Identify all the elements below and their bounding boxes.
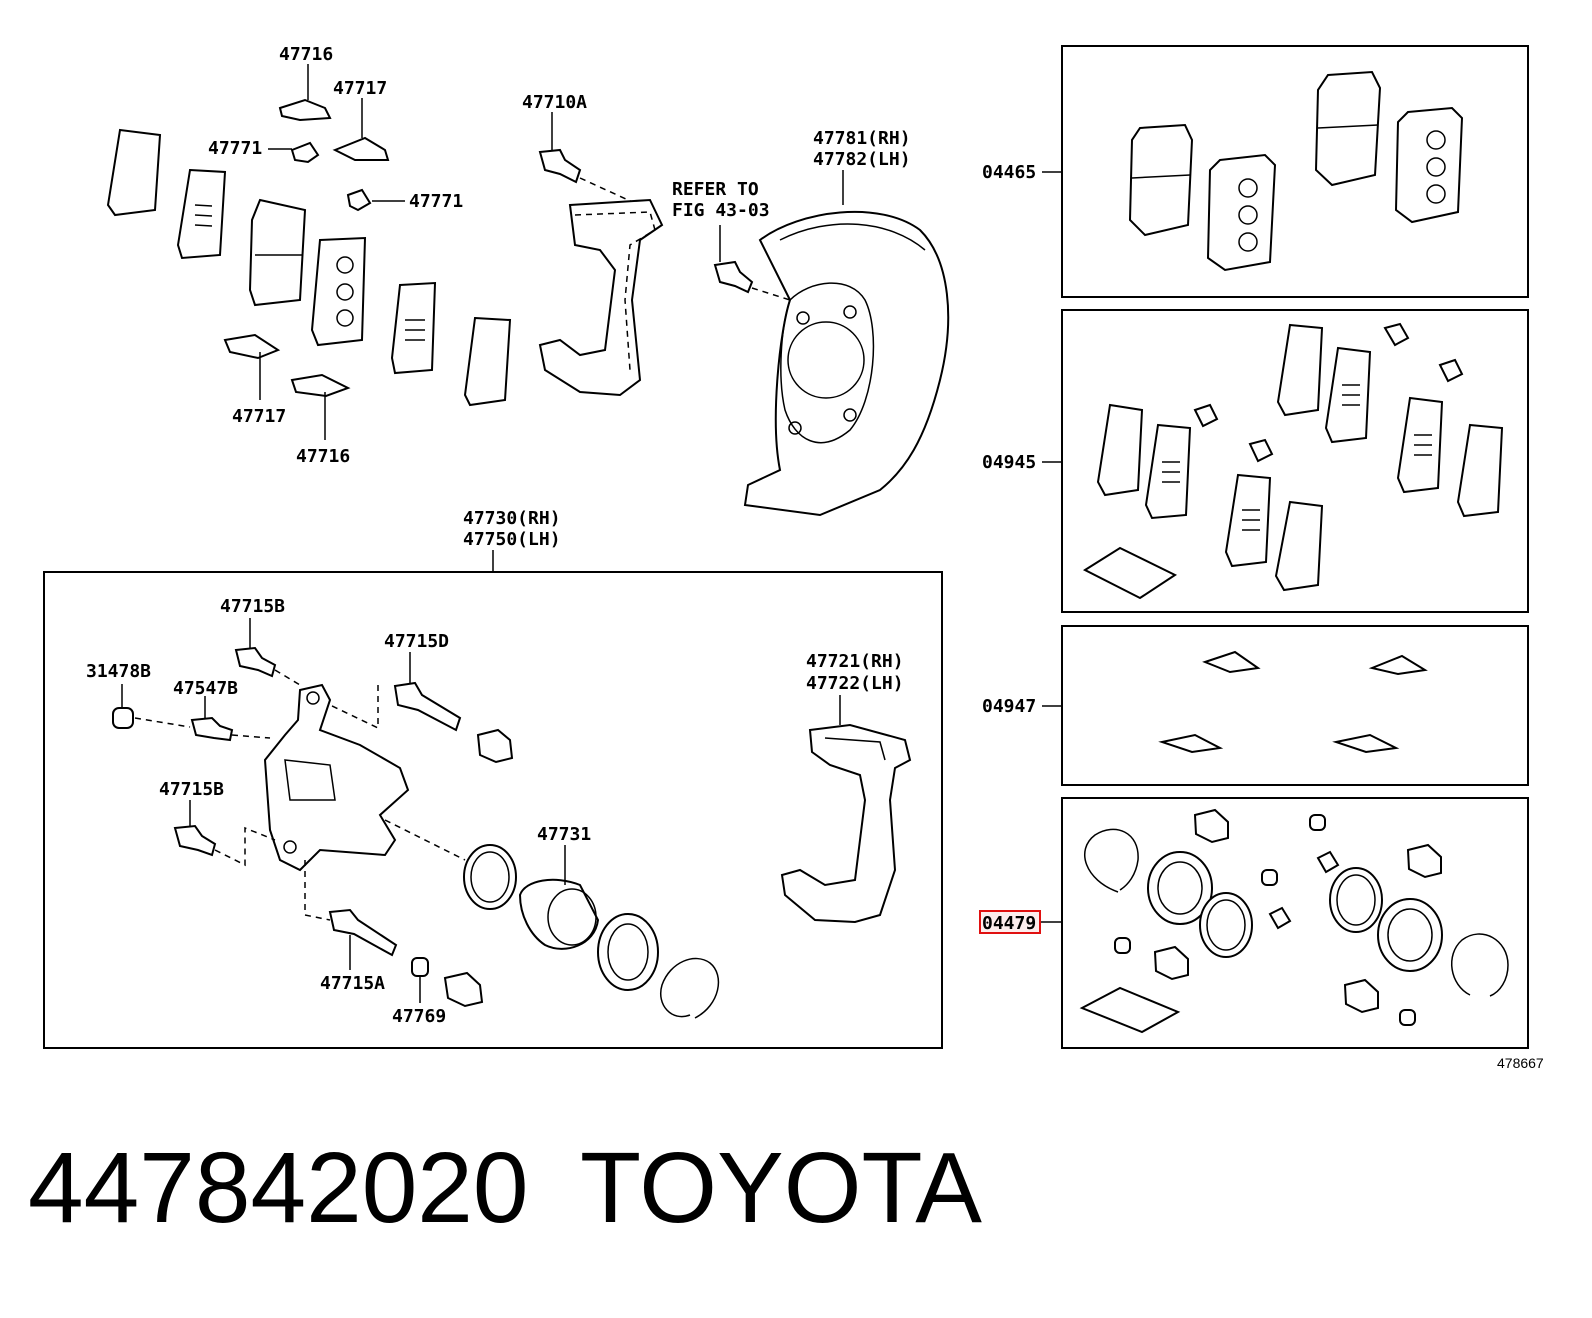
kit-04945-parts bbox=[1082, 322, 1504, 600]
kit-04465-parts bbox=[1128, 70, 1464, 272]
kit-04947-parts bbox=[1158, 650, 1428, 754]
shim-3 bbox=[390, 281, 437, 375]
label-47716-bot: 47716 bbox=[296, 446, 350, 467]
label-refer-2: FIG 43-03 bbox=[672, 200, 770, 221]
label-04945: 04945 bbox=[982, 452, 1036, 473]
outer-shim-1 bbox=[106, 128, 162, 217]
piston-seal bbox=[463, 844, 517, 910]
label-47715B-b: 47715B bbox=[159, 779, 224, 800]
label-47547B: 47547B bbox=[173, 678, 238, 699]
figure-number: 478667 bbox=[1497, 1055, 1544, 1071]
snap-ring bbox=[659, 957, 720, 1019]
label-47730: 47730(RH) bbox=[463, 508, 561, 529]
piston-47731 bbox=[518, 878, 600, 950]
part-number-caption: 447842020 bbox=[28, 1132, 529, 1244]
label-47750: 47750(LH) bbox=[463, 529, 561, 550]
mounting-bracket-group bbox=[538, 112, 791, 397]
label-04479[interactable]: 04479 bbox=[982, 913, 1036, 934]
caliper-bracket bbox=[538, 198, 664, 397]
caliper-parts-group bbox=[112, 618, 912, 1019]
label-47721: 47721(RH) bbox=[806, 651, 904, 672]
clip-47717-bot bbox=[223, 333, 281, 360]
cap-31478B bbox=[112, 707, 134, 729]
bolt-refer bbox=[713, 260, 754, 294]
label-47716-top: 47716 bbox=[279, 44, 333, 65]
label-47782: 47782(LH) bbox=[813, 149, 911, 170]
kit-box-04945 bbox=[1061, 309, 1529, 613]
guide-pin-47715A bbox=[328, 908, 398, 957]
brake-pad-outer bbox=[310, 236, 367, 347]
dust-shield bbox=[743, 210, 950, 517]
clip-47717-top bbox=[332, 136, 390, 161]
kit-box-04479 bbox=[1061, 797, 1529, 1049]
label-47717-top: 47717 bbox=[333, 78, 387, 99]
clip-47771-b bbox=[346, 188, 372, 212]
label-04465: 04465 bbox=[982, 162, 1036, 183]
label-47710A: 47710A bbox=[522, 92, 587, 113]
brand-caption: TOYOTA bbox=[580, 1132, 982, 1244]
caliper-body bbox=[263, 683, 410, 872]
label-47771-a: 47771 bbox=[208, 138, 262, 159]
bolt-47710A bbox=[538, 148, 582, 184]
label-47715B-a: 47715B bbox=[220, 596, 285, 617]
pad-shims-group bbox=[106, 64, 512, 440]
boot-lower bbox=[443, 971, 484, 1008]
clip-47771-a bbox=[290, 141, 320, 164]
label-47722: 47722(LH) bbox=[806, 673, 904, 694]
boot-upper bbox=[476, 728, 514, 764]
label-47781: 47781(RH) bbox=[813, 128, 911, 149]
dust-shield-group bbox=[743, 170, 950, 517]
bolt-47715B-b bbox=[173, 824, 217, 857]
label-refer-1: REFER TO bbox=[672, 179, 759, 200]
shim-2 bbox=[176, 168, 227, 260]
label-31478B: 31478B bbox=[86, 661, 151, 682]
label-47731: 47731 bbox=[537, 824, 591, 845]
caliper-assembly-box bbox=[43, 571, 943, 1049]
label-47769: 47769 bbox=[392, 1006, 446, 1027]
bleeder-47547B bbox=[190, 716, 234, 742]
label-47715A: 47715A bbox=[320, 973, 385, 994]
label-47771-b: 47771 bbox=[409, 191, 463, 212]
bolt-47715B-a bbox=[234, 646, 277, 678]
kit-04479-parts bbox=[1079, 808, 1509, 1034]
brake-pad-inner bbox=[248, 198, 307, 307]
highlight-04479[interactable] bbox=[979, 910, 1041, 934]
label-47717-bot: 47717 bbox=[232, 406, 286, 427]
kit-box-04947 bbox=[1061, 625, 1529, 786]
piston-boot bbox=[597, 913, 659, 991]
caliper-bracket-47721 bbox=[780, 723, 912, 924]
bushing-47769 bbox=[411, 957, 429, 977]
label-04947: 04947 bbox=[982, 696, 1036, 717]
outer-shim-4 bbox=[463, 316, 512, 407]
label-47715D: 47715D bbox=[384, 631, 449, 652]
clip-47716-top bbox=[278, 98, 332, 122]
guide-pin-47715D bbox=[393, 681, 462, 732]
clip-47716-bot bbox=[290, 373, 351, 398]
